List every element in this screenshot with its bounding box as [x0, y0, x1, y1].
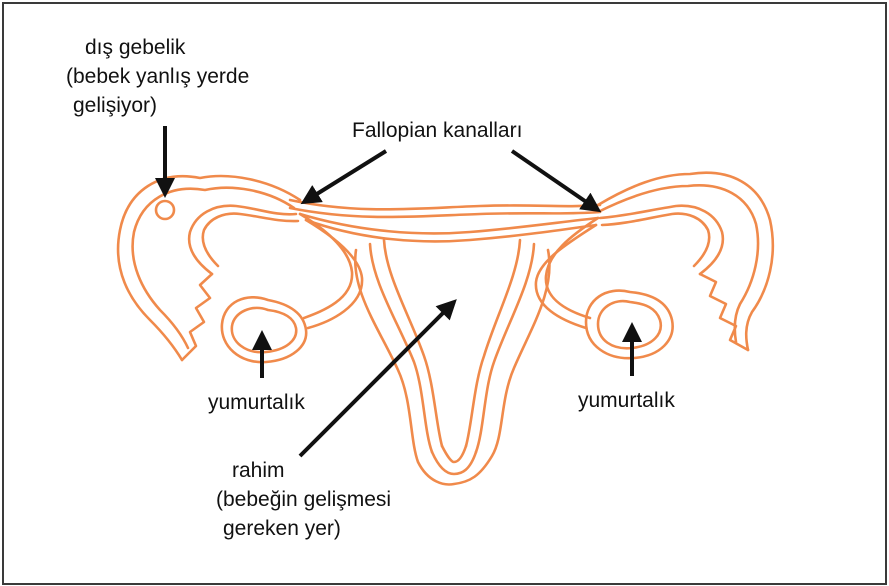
ectopic-sac	[156, 201, 174, 219]
left-ovary-inner	[232, 308, 296, 352]
label-uterus-line-2: (bebeğin gelişmesi	[216, 485, 391, 514]
label-ovary-right-text: yumurtalık	[578, 386, 675, 415]
label-ectopic-line-3: gelişiyor)	[66, 91, 249, 120]
label-fallopian-tubes: Fallopian kanalları	[352, 116, 522, 145]
label-fallopian-text: Fallopian kanalları	[352, 116, 522, 145]
label-ovary-right: yumurtalık	[578, 386, 675, 415]
label-ectopic-pregnancy: dış gebelik (bebek yanlış yerde gelişiyo…	[66, 33, 249, 120]
fallopian-tube-upper-inner	[290, 208, 600, 217]
label-uterus: rahim (bebeğin gelişmesi gereken yer)	[216, 456, 391, 543]
left-tube-loop-inner	[203, 214, 298, 266]
left-tube-outer	[118, 176, 300, 360]
label-ectopic-line-1: dış gebelik	[66, 33, 249, 62]
left-tube-loop	[189, 206, 296, 274]
right-fimbria	[700, 274, 748, 350]
left-ligament-inner	[306, 220, 362, 328]
arrow-fallopian-left	[304, 151, 386, 202]
label-ovary-left-text: yumurtalık	[208, 388, 305, 417]
label-uterus-line-1: rahim	[216, 456, 391, 485]
fallopian-tube-upper	[290, 200, 600, 209]
right-tube-loop-inner	[602, 214, 709, 266]
cervix-inner	[442, 446, 466, 462]
left-ligament	[300, 214, 352, 318]
uterus-wall-right	[476, 244, 534, 452]
right-tube-inner	[598, 185, 758, 342]
anatomy-outline	[118, 173, 773, 485]
uterus-outer	[355, 250, 549, 484]
label-ectopic-line-2: (bebek yanlış yerde	[66, 62, 249, 91]
right-ligament	[546, 218, 598, 318]
right-ovary-inner	[598, 301, 661, 348]
arrow-fallopian-right	[512, 151, 598, 210]
uterus-wall-right-inner	[466, 240, 520, 446]
label-ovary-left: yumurtalık	[208, 388, 305, 417]
uterus-wall-left	[370, 244, 432, 452]
label-uterus-line-3: gereken yer)	[216, 514, 391, 543]
